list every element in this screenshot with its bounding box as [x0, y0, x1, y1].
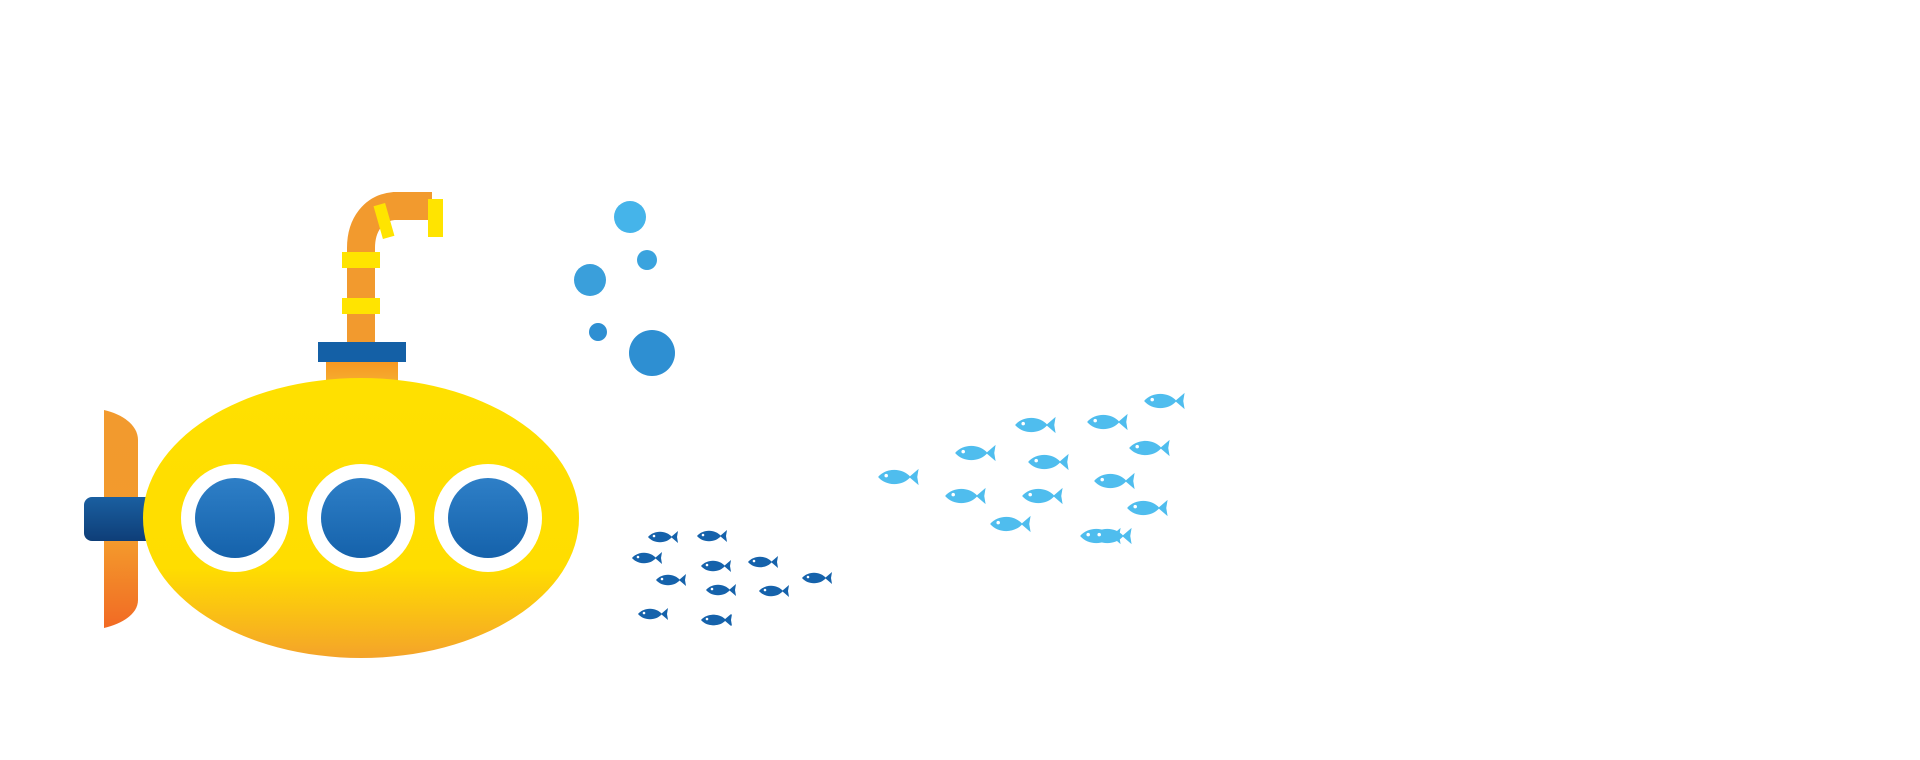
bubble: [629, 330, 675, 376]
bubble: [614, 201, 646, 233]
fish: [802, 572, 832, 584]
fish: [1022, 487, 1063, 505]
porthole: [181, 464, 289, 572]
fish: [1094, 472, 1135, 490]
fish: [955, 444, 996, 462]
periscope-band: [342, 298, 380, 314]
fish-school-dark: [632, 530, 832, 626]
periscope-band: [373, 203, 395, 239]
fish: [1127, 499, 1168, 517]
bubble: [574, 264, 606, 296]
fish: [748, 556, 778, 568]
fish: [656, 574, 686, 586]
porthole: [434, 464, 542, 572]
fish: [1015, 416, 1056, 434]
porthole: [307, 464, 415, 572]
periscope: [342, 192, 443, 345]
fish: [638, 608, 668, 620]
fish: [1028, 453, 1069, 471]
fish: [990, 515, 1031, 533]
fish: [1091, 527, 1132, 545]
fish: [1144, 392, 1185, 410]
bubble: [637, 250, 657, 270]
fish: [878, 468, 919, 486]
fish: [759, 585, 789, 597]
fish: [701, 614, 731, 626]
bubble: [589, 323, 607, 341]
propeller-shaft: [84, 497, 156, 541]
fish: [648, 531, 678, 543]
fish: [1129, 439, 1170, 457]
fish: [697, 530, 727, 542]
fish: [1087, 413, 1128, 431]
periscope-band: [342, 252, 380, 268]
fish-school-light: [878, 392, 1185, 545]
fish: [945, 487, 986, 505]
conning-tower-cap: [318, 342, 406, 362]
fish: [701, 560, 731, 572]
fish: [632, 552, 662, 564]
periscope-lens: [428, 199, 443, 237]
fish: [706, 584, 736, 596]
